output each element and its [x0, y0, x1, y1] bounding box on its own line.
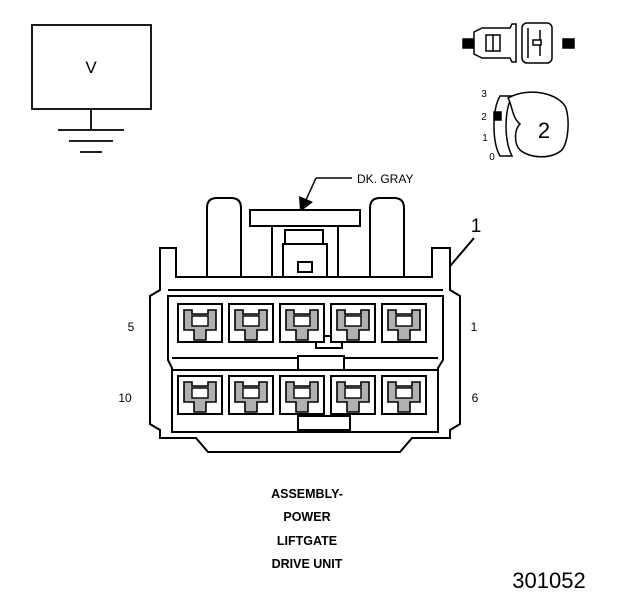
lock-position-icon [493, 91, 569, 158]
terminal-cavity [330, 375, 376, 415]
terminal-cavity [228, 375, 274, 415]
voltage-ground-symbol [31, 24, 152, 153]
terminal-cavity [228, 303, 274, 343]
lock-position-2: 2 [481, 112, 487, 123]
connector-pair-icon [462, 22, 575, 64]
color-arrow-head [299, 196, 313, 212]
terminal-cavity [381, 375, 427, 415]
lock-number: 2 [538, 118, 550, 143]
pin-label-bottom-left: 10 [118, 391, 132, 405]
pin-label-top-right: 1 [471, 320, 478, 334]
terminal-cavity [177, 375, 223, 415]
color-label: DK. GRAY [357, 172, 413, 186]
terminal-cavity [381, 303, 427, 343]
terminal-cavity [177, 303, 223, 343]
terminal-cavity [279, 303, 325, 343]
pin-label-top-left: 5 [128, 320, 135, 334]
lock-position-1: 1 [482, 133, 488, 144]
lock-position-0: 0 [489, 152, 495, 163]
description-line-4: DRIVE UNIT [272, 557, 343, 571]
description-line-1: ASSEMBLY- [271, 487, 343, 501]
pin-label-bottom-right: 6 [472, 391, 479, 405]
terminal-cavity [330, 303, 376, 343]
voltage-label: V [85, 58, 97, 77]
description-line-3: LIFTGATE [277, 534, 337, 548]
color-arrow-shaft [305, 177, 317, 201]
callout-number: 1 [471, 216, 482, 237]
lock-position-3: 3 [481, 89, 487, 100]
figure-number: 301052 [512, 568, 585, 593]
cavity-grid [177, 303, 427, 415]
terminal-cavity [279, 375, 325, 415]
description-line-2: POWER [283, 510, 330, 524]
